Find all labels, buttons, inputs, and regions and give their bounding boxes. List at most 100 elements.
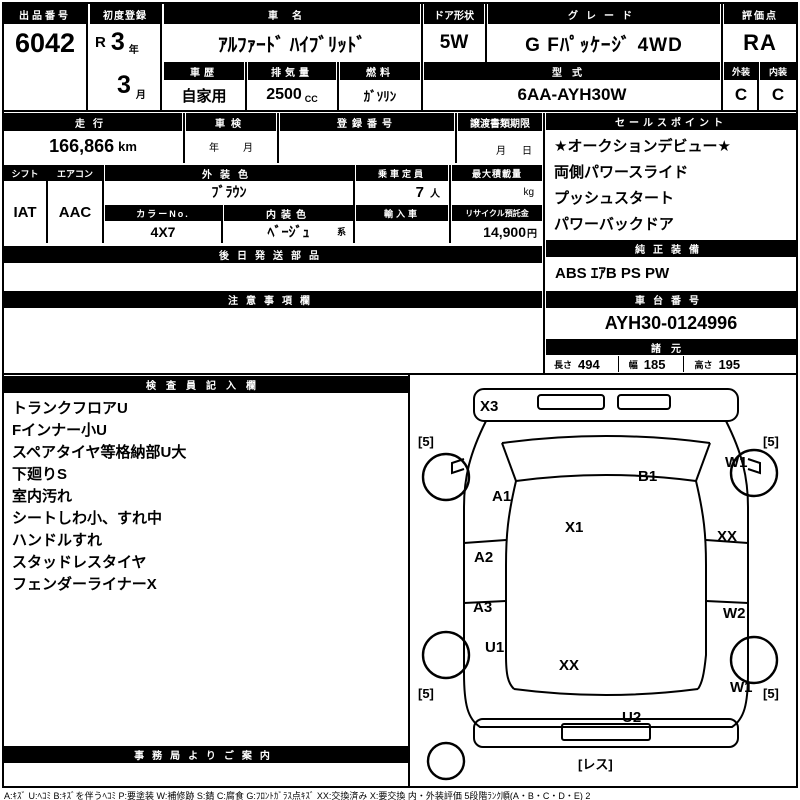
fuel-value: ｶﾞｿﾘﾝ xyxy=(363,88,397,104)
aircon-value: AAC xyxy=(58,203,92,221)
transfer-month-unit: 月 xyxy=(496,146,506,157)
inspection-month-unit: 月 xyxy=(243,143,253,154)
divider-line xyxy=(617,356,619,372)
equipment-label: 純正装備 xyxy=(546,240,796,257)
reg-month-value: 3 xyxy=(117,70,131,99)
import-label: 輸入車 xyxy=(356,205,448,221)
roof-left-line xyxy=(505,480,517,690)
divider-line xyxy=(421,4,423,110)
history-label: 車歴 xyxy=(164,62,244,80)
front-grille xyxy=(537,394,605,410)
interior-color-name: ﾍﾞｰｼﾞｭ xyxy=(267,224,310,240)
capacity-number: 7 xyxy=(415,183,424,201)
reg-year-value: 3 xyxy=(110,28,125,56)
recycle-deposit-label: リサイクル預託金 xyxy=(452,205,542,221)
legend-text: A:ｷｽﾞ U:ﾍｺﾐ B:ｷｽﾞを伴うﾍｺﾐ P:要塗装 W:補修跡 S:錆 … xyxy=(4,791,591,800)
mirror-left-icon xyxy=(451,458,465,475)
equipment-value: ABS ｴｱB PS PW xyxy=(555,265,670,282)
later-parts-label: 後日発送部品 xyxy=(4,246,542,263)
month-unit: 月 xyxy=(135,90,146,101)
height-label: 高さ xyxy=(694,359,713,370)
inspector-note-item: トランクフロアU xyxy=(12,400,128,417)
damage-label: W1 xyxy=(730,679,753,696)
sales-point-item: パワーバックドア xyxy=(554,216,674,233)
model-code-value: 6AA-AYH30W xyxy=(517,85,627,104)
divider-line xyxy=(683,356,685,372)
grade-value: G Fﾊﾟｯｹｰｼﾞ 4WD xyxy=(525,34,683,56)
section-divider xyxy=(2,110,798,112)
inspector-note-item: ハンドルすれ xyxy=(12,532,103,549)
sales-points-list: ★オークションデビュー★ 両側パワースライド プッシュスタート パワーバックドア xyxy=(554,134,794,238)
sales-point-item: ★オークションデビュー★ xyxy=(554,138,731,155)
mirror-right-icon xyxy=(747,458,761,475)
damage-label: [5] xyxy=(418,686,434,701)
damage-label: XX xyxy=(559,657,579,674)
transfer-deadline-label: 譲渡書類期限 xyxy=(458,113,542,131)
capacity-unit: 人 xyxy=(430,189,440,200)
recycle-deposit-value: 14,900 円 xyxy=(452,221,542,243)
max-load-unit: kg xyxy=(523,186,534,198)
color-no-value: 4X7 xyxy=(150,224,176,240)
caution-field-value xyxy=(4,308,542,372)
length-label: 長さ xyxy=(554,359,573,370)
inspector-note-item: 下廻りS xyxy=(12,466,68,483)
dimensions-value: 長さ 494 幅 185 高さ 195 xyxy=(546,355,796,373)
mileage-label: 走行 xyxy=(4,113,182,131)
inspection-label: 車検 xyxy=(186,113,276,131)
first-registration-month: 3 月 xyxy=(90,62,160,108)
exterior-grade-value: C xyxy=(734,85,748,104)
shift-label: シフト xyxy=(4,165,46,181)
history-value: 自家用 xyxy=(181,87,227,105)
inspector-note-item: スペアタイヤ等格納部U大 xyxy=(12,444,187,461)
divider-line xyxy=(485,4,487,62)
displacement-unit: CC xyxy=(304,94,318,104)
divider-line xyxy=(86,4,88,110)
divider-line xyxy=(221,205,223,243)
width-label: 幅 xyxy=(628,359,638,370)
divider-line xyxy=(102,165,104,243)
transfer-deadline-value: 月 日 xyxy=(458,131,542,162)
body-outline xyxy=(463,420,749,728)
damage-label: W2 xyxy=(723,605,746,622)
max-load-label: 最大積載量 xyxy=(452,165,542,181)
inspection-year-unit: 年 xyxy=(209,143,219,154)
length-value: 494 xyxy=(578,356,600,372)
year-unit: 年 xyxy=(128,45,139,56)
inspector-notes-label: 検査員記入欄 xyxy=(4,376,408,393)
damage-label: [5] xyxy=(763,434,779,449)
door-shape-value: 5W xyxy=(439,32,469,53)
damage-label: [5] xyxy=(418,434,434,449)
interior-color-suffix: 系 xyxy=(336,227,346,237)
damage-label: A3 xyxy=(473,599,492,616)
first-registration-label: 初度登録 xyxy=(90,4,160,24)
height-value: 195 xyxy=(718,356,741,372)
shift-value: IAT xyxy=(13,203,37,221)
front-bumper xyxy=(473,388,739,422)
caution-field-label: 注意事項欄 xyxy=(4,291,542,308)
import-value xyxy=(356,221,448,243)
interior-grade-label: 内装 xyxy=(760,62,796,80)
max-load-value: kg xyxy=(452,181,542,203)
wheel-rear-right-icon xyxy=(729,635,779,685)
inspector-note-item: シートしわ小、すれ中 xyxy=(12,510,163,527)
registration-no-value xyxy=(280,131,454,162)
exterior-color-label: 外装色 xyxy=(105,165,353,181)
exhibit-no-label: 出品番号 xyxy=(4,4,86,24)
recycle-unit: 円 xyxy=(527,229,537,240)
registration-no-label: 登録番号 xyxy=(280,113,454,131)
interior-grade-value: C xyxy=(771,85,785,104)
divider-line xyxy=(353,165,355,243)
wheel-icons xyxy=(421,448,779,781)
a-pillar-right xyxy=(695,442,711,482)
width-value: 185 xyxy=(643,356,666,372)
damage-label: B1 xyxy=(638,468,657,485)
sales-point-item: プッシュスタート xyxy=(554,190,675,207)
dimensions-label: 諸元 xyxy=(546,339,796,355)
exterior-color-value: ﾌﾞﾗｳﾝ xyxy=(211,184,247,200)
divider-line xyxy=(46,165,48,243)
damage-label: U2 xyxy=(622,709,641,726)
divider-line xyxy=(245,62,247,110)
color-no-label: カラーNo. xyxy=(105,205,221,221)
recycle-number: 14,900 xyxy=(483,224,526,240)
